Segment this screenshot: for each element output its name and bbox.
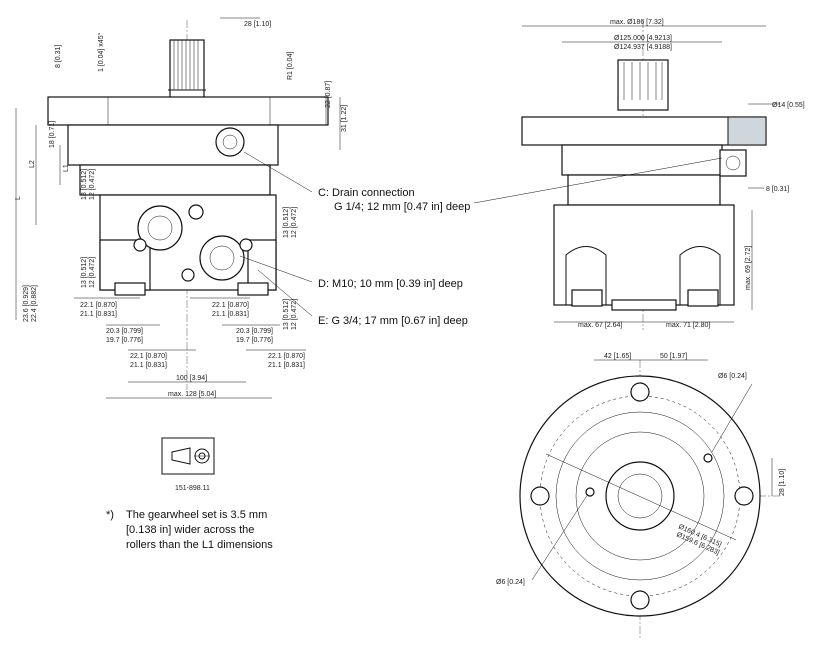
footnote: *) The gearwheel set is 3.5 mm [0.138 in… <box>106 509 273 551</box>
dim-13a: 13 [0.512] <box>81 169 88 200</box>
dim-125a: Ø125.000 [4.9213] <box>614 35 672 42</box>
spline-bore <box>605 461 675 531</box>
dim-20-3b: 20.3 [0.799] <box>236 328 273 335</box>
dim-28-front: 28 [1.10] <box>244 21 271 28</box>
dim-186: max. Ø186 [7.32] <box>610 19 664 26</box>
dim-22-1b: 22.1 [0.870] <box>212 302 249 309</box>
dim-31: 31 [1.22] <box>341 105 348 132</box>
dim-6b: Ø6 [0.24] <box>496 579 525 586</box>
drain-port-c <box>215 127 245 157</box>
mounting-flange <box>47 96 329 126</box>
footnote-line2: [0.138 in] wider across the <box>126 524 254 536</box>
projection-symbol: 151-898.11 <box>161 437 215 492</box>
dim-42: 42 [1.65] <box>604 353 631 360</box>
callout-c-line2: G 1/4; 12 mm [0.47 in] deep <box>334 201 470 213</box>
dim-8-front: 8 [0.31] <box>55 45 62 68</box>
dim-71: max. 71 [2.80] <box>666 322 710 329</box>
front-view: 28 [1.10] 1 [0.04] x45° 8 [0.31] R1 [0.0… <box>15 17 348 399</box>
dim-22-4: 22.4 [0.882] <box>31 285 38 322</box>
dim-20-3a: 20.3 [0.799] <box>106 328 143 335</box>
dim-50: 50 [1.97] <box>660 353 687 360</box>
dim-12a: 12 [0.472] <box>89 169 96 200</box>
dim-100: 100 [3.94] <box>176 375 207 382</box>
side-view: max. Ø186 [7.32] Ø125.000 [4.9213] Ø124.… <box>473 19 805 330</box>
callout-c-line1: C: Drain connection <box>318 187 415 199</box>
dim-21-1d: 21.1 [0.831] <box>268 362 305 369</box>
dim-128: max. 128 [5.04] <box>168 391 216 398</box>
dim-21-1c: 21.1 [0.831] <box>130 362 167 369</box>
dim-chamfer: 1 [0.04] x45° <box>97 32 105 72</box>
dim-69: max. 69 [2.72] <box>745 246 752 290</box>
dim-19-7b: 19.7 [0.776] <box>236 337 273 344</box>
dim-19-7a: 19.7 [0.776] <box>106 337 143 344</box>
dim-13d: 13 [0.512] <box>283 299 290 330</box>
symbol-code: 151-898.11 <box>175 485 210 492</box>
callout-d: D: M10; 10 mm [0.39 in] deep <box>318 278 463 290</box>
dim-12b: 12 [0.472] <box>291 207 298 238</box>
port-callouts: C: Drain connection G 1/4; 12 mm [0.47 i… <box>318 187 470 327</box>
dim-67: max. 67 [2.64] <box>578 322 622 329</box>
footnote-line3: rollers than the L1 dimensions <box>126 539 273 551</box>
shaft <box>168 39 206 99</box>
dim-l: L <box>15 196 22 200</box>
dim-12c: 12 [0.472] <box>89 257 96 288</box>
dim-l2: L2 <box>29 160 36 168</box>
footnote-mark: *) <box>106 509 114 521</box>
port-a <box>137 205 183 251</box>
dim-18: 18 [0.71] <box>49 121 56 148</box>
dim-28-bottom: 28 [1.10] <box>779 469 786 496</box>
dim-21-1a: 21.1 [0.831] <box>80 311 117 318</box>
dim-22-1d: 22.1 [0.870] <box>268 353 305 360</box>
dim-22-front: 22 [0.87] <box>325 81 332 108</box>
thread-hole-d <box>188 204 204 220</box>
dim-14: Ø14 [0.55] <box>772 102 805 109</box>
dim-l1: L1 <box>63 164 70 172</box>
dim-13b: 13 [0.512] <box>283 207 290 238</box>
dim-22-1a: 22.1 [0.870] <box>80 302 117 309</box>
dim-6a: Ø6 [0.24] <box>718 373 747 380</box>
footnote-line1: The gearwheel set is 3.5 mm <box>126 509 267 521</box>
port-b <box>199 235 245 281</box>
bottom-view: 42 [1.65] 50 [1.97] Ø6 [0.24] 28 [1.10] … <box>496 353 786 640</box>
dim-22-1c: 22.1 [0.870] <box>130 353 167 360</box>
dim-r1: R1 [0.04] <box>287 52 294 80</box>
dim-13c: 13 [0.512] <box>81 257 88 288</box>
callout-e: E: G 3/4; 17 mm [0.67 in] deep <box>318 315 468 327</box>
dim-12d: 12 [0.472] <box>291 299 298 330</box>
dim-8-side: 8 [0.31] <box>766 186 789 193</box>
dim-23-6: 23.6 [0.929] <box>23 285 30 322</box>
dim-125b: Ø124.937 [4.9188] <box>614 44 672 51</box>
dim-21-1b: 21.1 [0.831] <box>212 311 249 318</box>
